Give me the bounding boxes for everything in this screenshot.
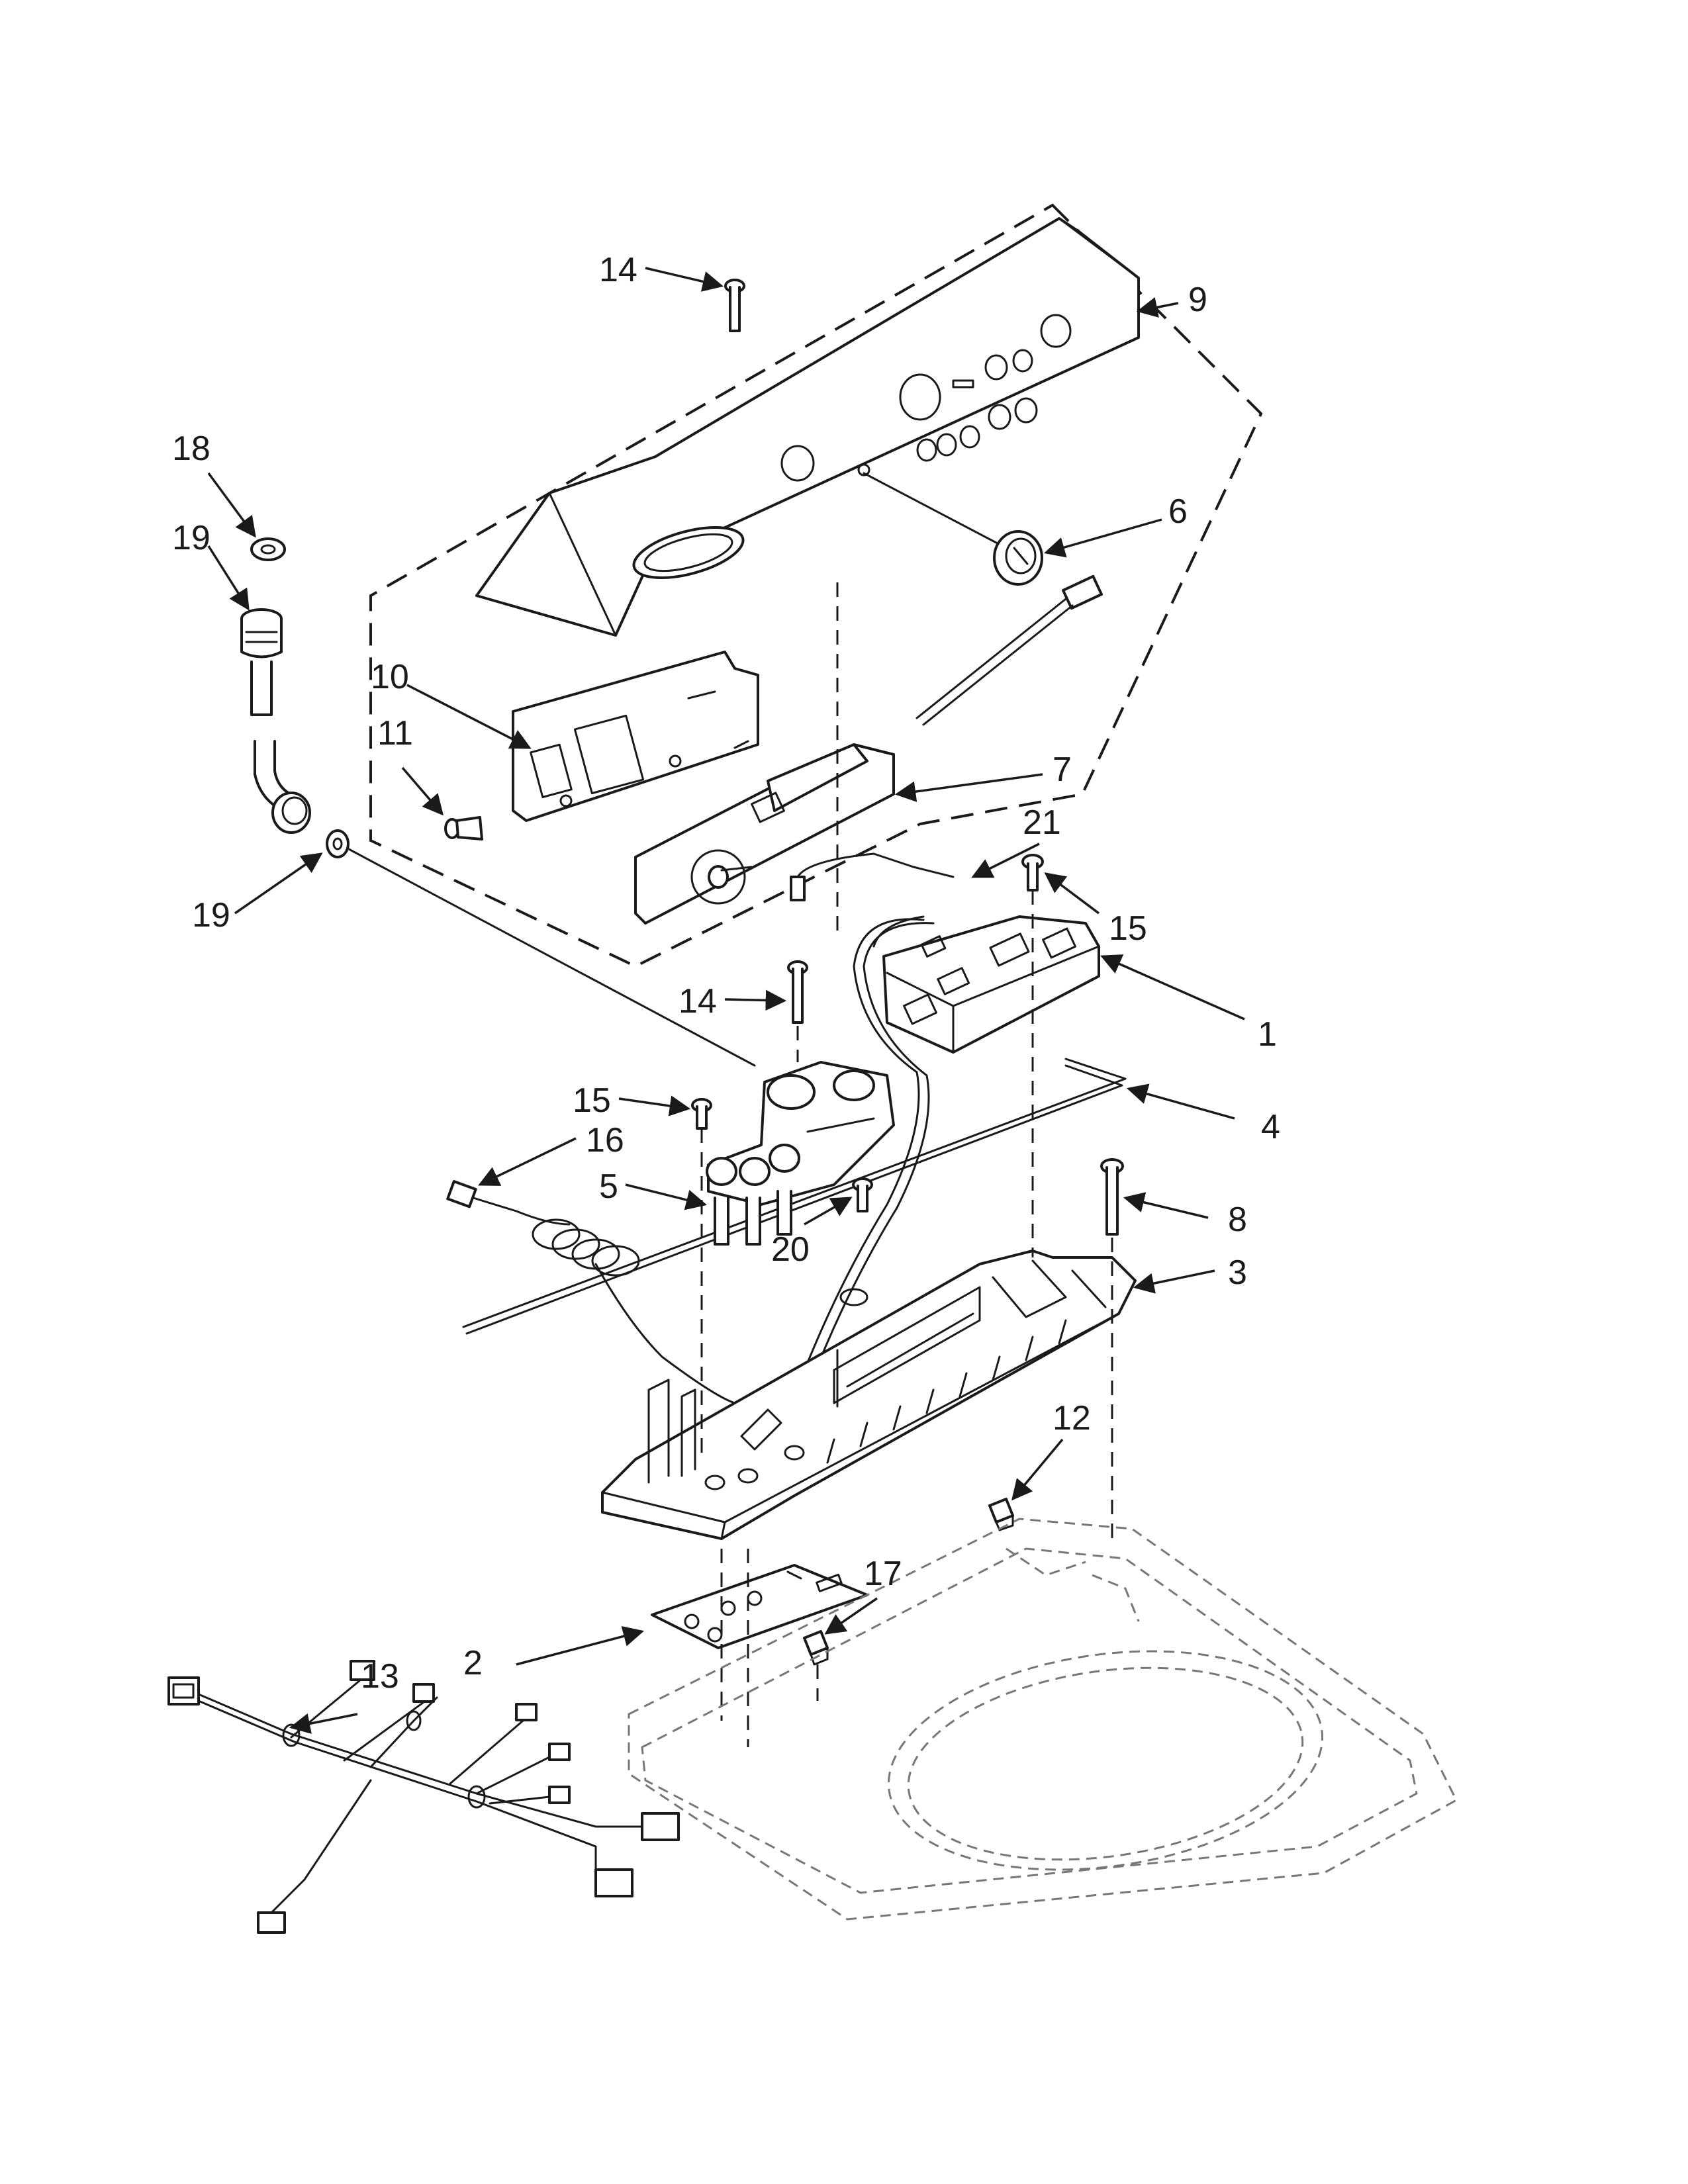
callout-6: 6 [1168, 492, 1188, 531]
assembly-outline-9 [369, 203, 1263, 968]
water-inlet-valve [706, 1061, 895, 1246]
callout-11: 11 [377, 714, 413, 752]
wire-harness-13 [167, 1660, 680, 1934]
callout-20: 20 [771, 1230, 810, 1269]
washer-18-top [250, 537, 286, 561]
console-bracket [512, 651, 759, 822]
main-control-board [872, 915, 1100, 1054]
washer-18-bottom [326, 829, 350, 858]
fill-hose [240, 608, 311, 834]
alignment-lines [700, 890, 1113, 1747]
callout-12: 12 [1053, 1399, 1091, 1437]
callout-1: 1 [1258, 1015, 1277, 1054]
callout-14-top: 14 [599, 251, 637, 289]
callout-18-bottom: 19 [192, 896, 230, 934]
screw-14-top [724, 279, 745, 332]
screw-11 [444, 816, 483, 841]
callout-9: 9 [1188, 281, 1207, 319]
callout-5: 5 [599, 1167, 618, 1206]
screw-14-middle [787, 960, 808, 1024]
callout-16: 16 [586, 1121, 624, 1160]
rod-4 [462, 1058, 1127, 1335]
mounting-plate-2 [651, 1564, 868, 1649]
callout-2: 2 [463, 1644, 483, 1682]
console-base-3 [601, 1250, 1137, 1540]
console-harness [915, 574, 1103, 726]
coiled-cord-16 [446, 1180, 736, 1404]
callout-7: 7 [1053, 751, 1072, 789]
harness-21 [790, 852, 955, 901]
clip-17 [803, 1630, 829, 1666]
callout-18-top: 18 [172, 430, 211, 468]
callout-8: 8 [1228, 1201, 1247, 1239]
callout-19: 19 [172, 519, 211, 557]
callout-15-left: 15 [573, 1081, 611, 1120]
screw-15-right [1021, 854, 1044, 891]
callout-3: 3 [1228, 1253, 1247, 1292]
cabinet-top-phantom [628, 1518, 1458, 1921]
screw-20 [852, 1177, 873, 1212]
callout-17: 17 [864, 1555, 902, 1593]
callout-15-right: 15 [1109, 909, 1147, 948]
control-console [475, 217, 1140, 637]
clip-12 [988, 1498, 1014, 1531]
control-knob [863, 472, 1043, 586]
callout-labels: 14 9 6 18 19 10 11 7 21 15 19 14 1 15 4 … [172, 251, 1280, 1696]
leader-arrows [207, 267, 1245, 1734]
callout-21: 21 [1023, 803, 1061, 842]
callout-10: 10 [371, 658, 409, 696]
callout-4: 4 [1261, 1108, 1280, 1146]
screw-8 [1100, 1158, 1124, 1236]
screw-15-left [691, 1098, 712, 1130]
callout-14-middle: 14 [679, 982, 717, 1021]
callout-13: 13 [361, 1657, 399, 1696]
ui-control-board [634, 743, 895, 925]
